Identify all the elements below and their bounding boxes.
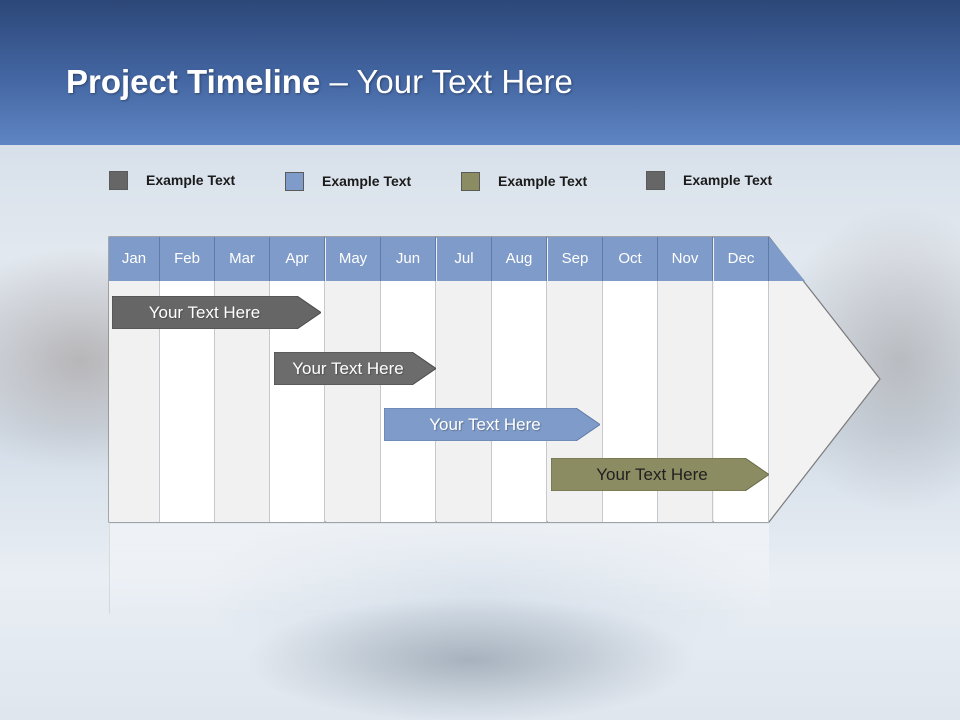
task-bar-2: Your Text Here [274, 352, 436, 385]
month-header-sep: Sep [548, 237, 603, 281]
month-header-apr: Apr [270, 237, 325, 281]
month-header-jul: Jul [437, 237, 492, 281]
title-rest: – Your Text Here [320, 63, 573, 100]
task-bar-4: Your Text Here [551, 458, 769, 491]
task-bar-3: Your Text Here [384, 408, 600, 441]
task-bar-4-shape [551, 458, 769, 491]
month-header-jan: Jan [109, 237, 160, 281]
page-title: Project Timeline – Your Text Here [66, 60, 573, 104]
legend-label-4: Example Text [683, 172, 773, 188]
month-header-jun: Jun [381, 237, 436, 281]
legend-swatch-2 [285, 172, 304, 191]
month-column-jul [437, 281, 492, 522]
timeline-reflection [109, 524, 769, 614]
task-bar-1-shape [112, 296, 321, 329]
month-header-may: May [326, 237, 381, 281]
task-bar-4-label: Your Text Here [596, 465, 708, 484]
month-column-aug [492, 281, 547, 522]
header-banner [0, 0, 960, 145]
task-bar-2-shape [274, 352, 436, 385]
month-header-feb: Feb [160, 237, 215, 281]
month-header-mar: Mar [215, 237, 270, 281]
legend-label-2: Example Text [322, 173, 412, 189]
task-bar-2-label: Your Text Here [292, 359, 404, 378]
task-bar-3-shape [384, 408, 600, 441]
month-header-dec: Dec [714, 237, 769, 281]
month-column-jun [381, 281, 436, 522]
month-header-oct: Oct [603, 237, 658, 281]
month-header-nov: Nov [658, 237, 713, 281]
task-bar-3-label: Your Text Here [429, 415, 541, 434]
month-column-may [326, 281, 381, 522]
month-header-aug: Aug [492, 237, 547, 281]
task-bar-1-label: Your Text Here [148, 303, 261, 322]
legend-swatch-4 [646, 171, 665, 190]
task-bar-1: Your Text Here [112, 296, 321, 329]
legend-swatch-3 [461, 172, 480, 191]
legend-swatch-1 [109, 171, 128, 190]
title-bold: Project Timeline [66, 63, 321, 100]
legend-label-1: Example Text [146, 172, 236, 188]
legend-label-3: Example Text [498, 173, 588, 189]
